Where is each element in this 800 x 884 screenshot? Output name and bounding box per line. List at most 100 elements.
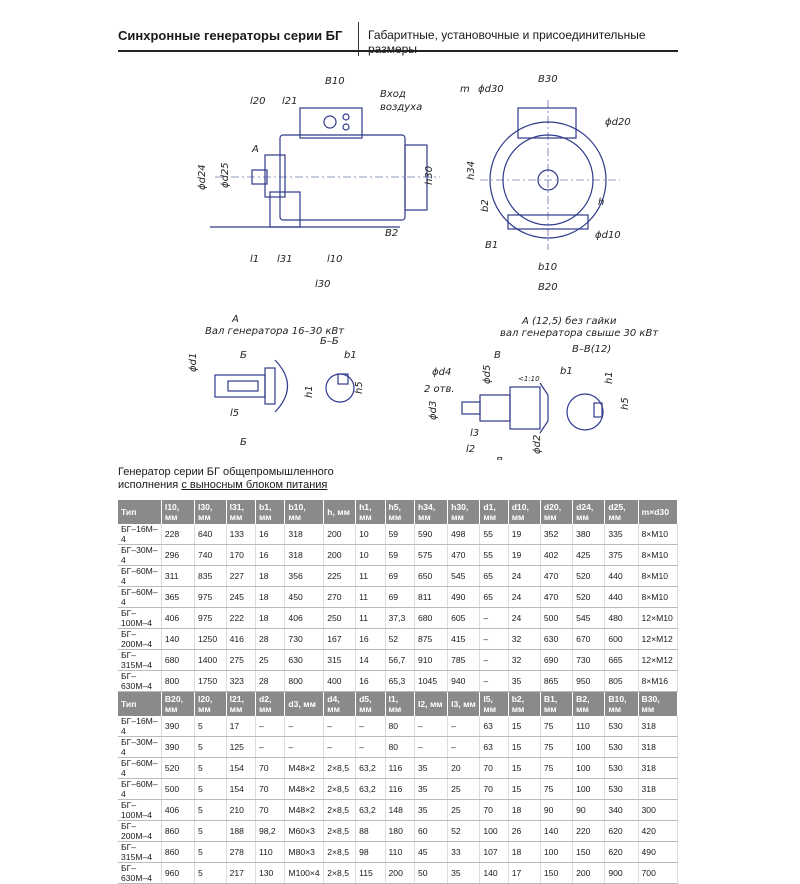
table-cell: 100 — [540, 841, 574, 863]
table-cell: 35 — [508, 670, 541, 692]
page-header: Синхронные генераторы серии БГ Габаритны… — [118, 22, 678, 56]
table-cell: 88 — [355, 820, 386, 842]
table-cell: 25 — [447, 799, 481, 821]
label-h5-b: h5 — [620, 397, 631, 410]
label-shaft-b-desc: вал генератора свыше 30 кВт — [500, 328, 659, 339]
column-header: b1, мм — [255, 500, 286, 524]
table-cell: 650 — [414, 565, 449, 587]
table-cell: 5 — [194, 736, 227, 758]
caption-line-2-underlined: с выносным блоком питания — [181, 479, 328, 491]
table-cell: БГ–630М–4 — [118, 670, 162, 692]
table-cell: 70 — [255, 778, 286, 800]
label-h34: h34 — [466, 161, 477, 180]
section-title: Габаритные, установочные и присоединител… — [368, 28, 646, 56]
label-m: m — [460, 84, 470, 95]
table-cell: 860 — [161, 820, 196, 842]
table-cell: – — [479, 628, 509, 650]
label-l20: l20 — [250, 96, 266, 107]
table-caption: Генератор серии БГ общепромышленного исп… — [118, 466, 368, 492]
label-b20: B20 — [538, 282, 558, 293]
table-cell: 98 — [355, 841, 386, 863]
table-cell: 318 — [284, 544, 325, 566]
label-h1-b: h1 — [604, 371, 615, 384]
table-cell: 52 — [385, 628, 416, 650]
table-cell: 11 — [355, 607, 386, 629]
table-cell: 35 — [447, 862, 481, 884]
label-section-v2: B — [496, 456, 503, 460]
label-d4: ϕd4 — [432, 367, 451, 378]
table-cell: 200 — [572, 862, 606, 884]
table-cell: 150 — [540, 862, 574, 884]
table-cell: 1250 — [194, 628, 227, 650]
table-cell: – — [355, 716, 386, 737]
front-view-generator — [480, 100, 620, 250]
table-cell: 110 — [572, 716, 606, 737]
table-cell: БГ–630М–4 — [118, 862, 162, 884]
label-h1: h1 — [304, 385, 315, 398]
table-cell: – — [355, 736, 386, 758]
table-cell: 24 — [508, 565, 541, 587]
table-cell: 480 — [604, 607, 639, 629]
column-header: l10, мм — [161, 500, 196, 524]
table-cell: 490 — [447, 586, 481, 608]
table-cell: БГ–100М–4 — [118, 607, 162, 629]
column-header: h30, мм — [447, 500, 481, 524]
column-header: l20, мм — [194, 691, 227, 716]
table-cell: 590 — [414, 524, 449, 545]
table-cell: 59 — [385, 524, 416, 545]
table-cell: 680 — [161, 649, 196, 671]
table-cell: 520 — [572, 586, 606, 608]
table-cell: 375 — [604, 544, 639, 566]
label-inlet: Вход — [380, 89, 406, 100]
table-cell: 55 — [479, 524, 509, 545]
column-header: B10, мм — [604, 691, 639, 716]
table-cell: 167 — [323, 628, 357, 650]
label-a: A — [251, 144, 259, 155]
label-holes: 2 отв. — [424, 384, 455, 395]
table-cell: 390 — [161, 736, 196, 758]
column-header: d2, мм — [255, 691, 286, 716]
table-cell: 16 — [255, 544, 286, 566]
table-cell: 975 — [194, 607, 227, 629]
table-cell: 250 — [323, 607, 357, 629]
table-cell: 18 — [255, 607, 286, 629]
table-cell: 530 — [604, 757, 639, 779]
table-cell: 365 — [161, 586, 196, 608]
table-cell: 406 — [161, 799, 196, 821]
label-shaft-a: A — [231, 314, 239, 325]
table-cell: 352 — [540, 524, 574, 545]
table-cell: M48×2 — [284, 799, 325, 821]
table-cell: 70 — [479, 778, 509, 800]
table-cell: M48×2 — [284, 757, 325, 779]
table-cell: 356 — [284, 565, 325, 587]
table-cell: 17 — [508, 862, 541, 884]
table-cell: 180 — [385, 820, 416, 842]
label-section-vv: B–B(12) — [572, 344, 611, 355]
table-cell: 415 — [447, 628, 481, 650]
table-cell: 620 — [604, 841, 639, 863]
column-header: l5, мм — [479, 691, 509, 716]
table-cell: 5 — [194, 799, 227, 821]
column-header: l3, мм — [447, 691, 481, 716]
table-cell: 11 — [355, 586, 386, 608]
table-cell: 28 — [255, 670, 286, 692]
label-l21: l21 — [282, 96, 298, 107]
label-shaft-b: A (12,5) без гайки — [521, 315, 617, 327]
side-view-generator — [210, 107, 440, 228]
table-cell: 16 — [355, 670, 386, 692]
table-cell: 12×M12 — [638, 628, 679, 650]
column-header: d5, мм — [355, 691, 386, 716]
table-cell: 318 — [638, 757, 679, 779]
table-cell: – — [414, 716, 449, 737]
table-cell: 670 — [572, 628, 606, 650]
column-header: l30, мм — [194, 500, 227, 524]
table-cell: 200 — [323, 544, 357, 566]
